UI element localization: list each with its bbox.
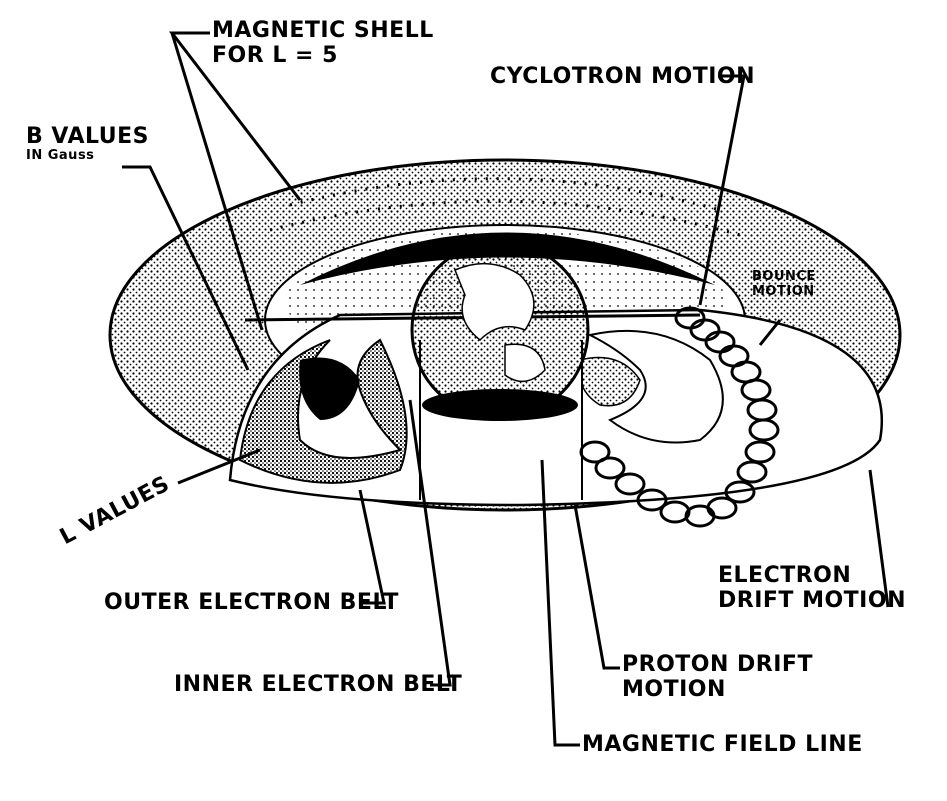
magnetic-field-line-label: MAGNETIC FIELD LINE	[582, 732, 863, 757]
electron-drift-line1: ELECTRON	[718, 563, 852, 588]
electron-drift-motion-label: ELECTRON DRIFT MOTION	[718, 563, 906, 614]
bounce-motion-label: BOUNCE MOTION	[752, 269, 816, 300]
b-values-line2: IN Gauss	[26, 148, 95, 164]
proton-drift-line2: MOTION	[622, 677, 726, 703]
bounce-motion-line2: MOTION	[752, 283, 815, 299]
proton-drift-motion-label: PROTON DRIFT MOTION	[622, 652, 813, 703]
electron-drift-line2: DRIFT MOTION	[718, 588, 906, 614]
b-values-label: B VALUES IN Gauss	[26, 124, 149, 164]
inner-electron-belt-label: INNER ELECTRON BELT	[174, 672, 463, 697]
leader-lines	[122, 31, 890, 747]
earth-globe	[410, 240, 590, 500]
outer-electron-belt-label: OUTER ELECTRON BELT	[104, 590, 399, 615]
proton-drift-line1: PROTON DRIFT	[622, 652, 813, 677]
magnetic-shell-label: MAGNETIC SHELL FOR L = 5	[212, 18, 434, 69]
magnetic-shell-line1: MAGNETIC SHELL	[212, 18, 434, 43]
magnetic-shell-line2: FOR L = 5	[212, 43, 338, 69]
cyclotron-motion-label: CYCLOTRON MOTION	[490, 64, 755, 89]
bounce-motion-line1: BOUNCE	[752, 269, 816, 284]
cyclotron-bounce-coil	[579, 306, 780, 528]
b-values-line1: B VALUES	[26, 124, 149, 149]
